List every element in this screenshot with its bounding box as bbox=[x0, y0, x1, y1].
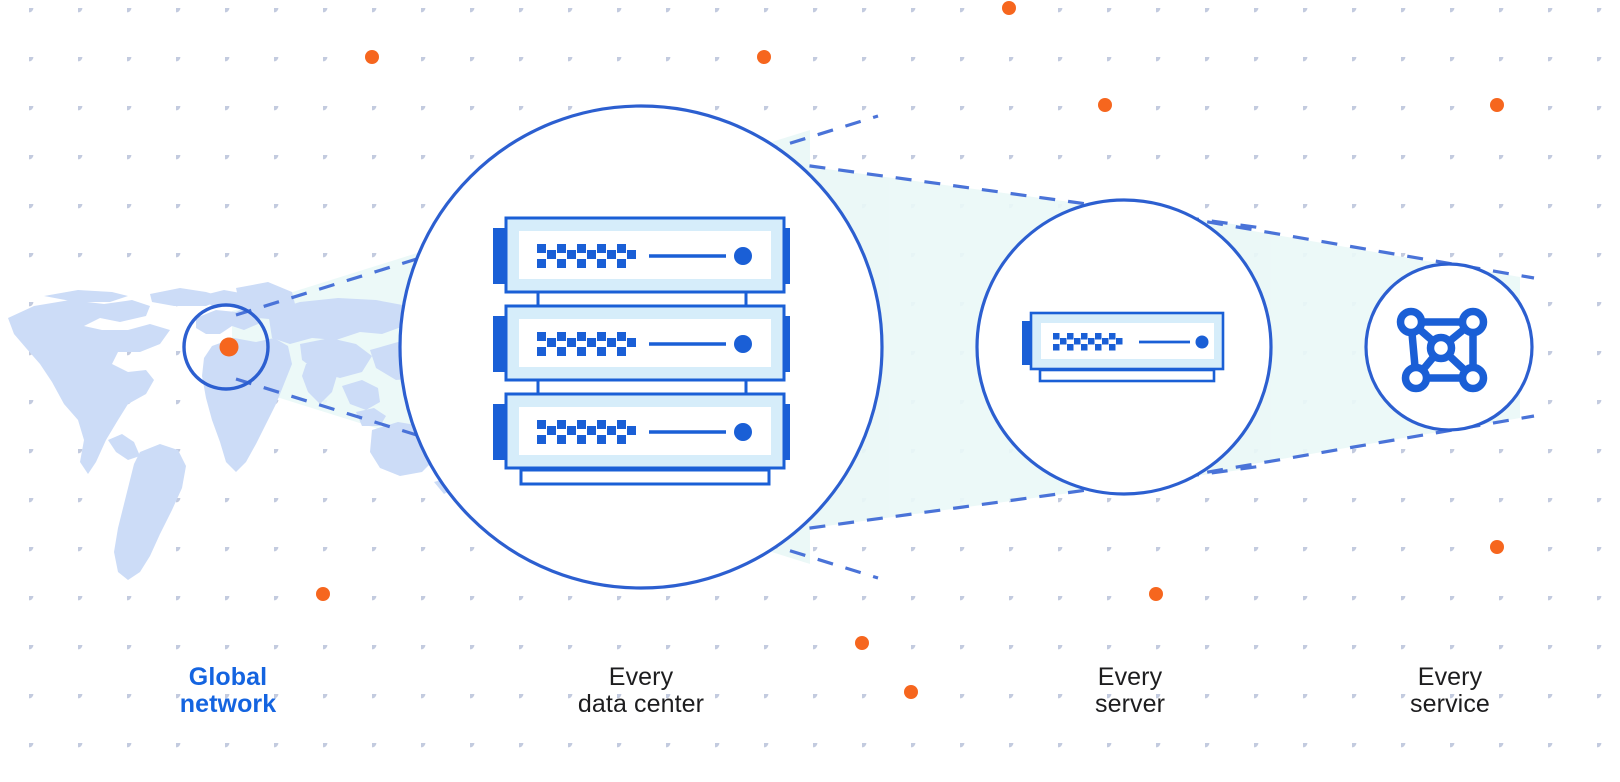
network-node-top-right bbox=[1458, 307, 1488, 337]
server-rack-icon bbox=[493, 216, 790, 486]
accent-grid-dots bbox=[316, 1, 1504, 699]
accent-dot bbox=[1490, 98, 1504, 112]
accent-dot bbox=[1149, 587, 1163, 601]
accent-dot bbox=[1098, 98, 1112, 112]
single-server-icon bbox=[1022, 311, 1225, 383]
rack-base bbox=[519, 468, 771, 486]
network-node-bottom-left bbox=[1401, 363, 1431, 393]
world-map-icon bbox=[8, 282, 460, 580]
rack-unit-1 bbox=[493, 216, 790, 294]
accent-dot bbox=[904, 685, 918, 699]
network-nodes-icon bbox=[1396, 307, 1488, 393]
rack-unit-3 bbox=[493, 392, 790, 470]
accent-dot bbox=[855, 636, 869, 650]
rack-unit-2 bbox=[493, 304, 790, 382]
accent-dot bbox=[1490, 540, 1504, 554]
accent-dot bbox=[365, 50, 379, 64]
accent-dot bbox=[1002, 1, 1016, 15]
location-marker-dot bbox=[219, 337, 239, 357]
network-node-bottom-right bbox=[1458, 363, 1488, 393]
network-node-top-left bbox=[1396, 307, 1426, 337]
accent-dot bbox=[316, 587, 330, 601]
network-node-center bbox=[1426, 333, 1456, 363]
lens-map bbox=[182, 303, 270, 391]
accent-dot bbox=[757, 50, 771, 64]
single-server-base bbox=[1038, 368, 1216, 383]
